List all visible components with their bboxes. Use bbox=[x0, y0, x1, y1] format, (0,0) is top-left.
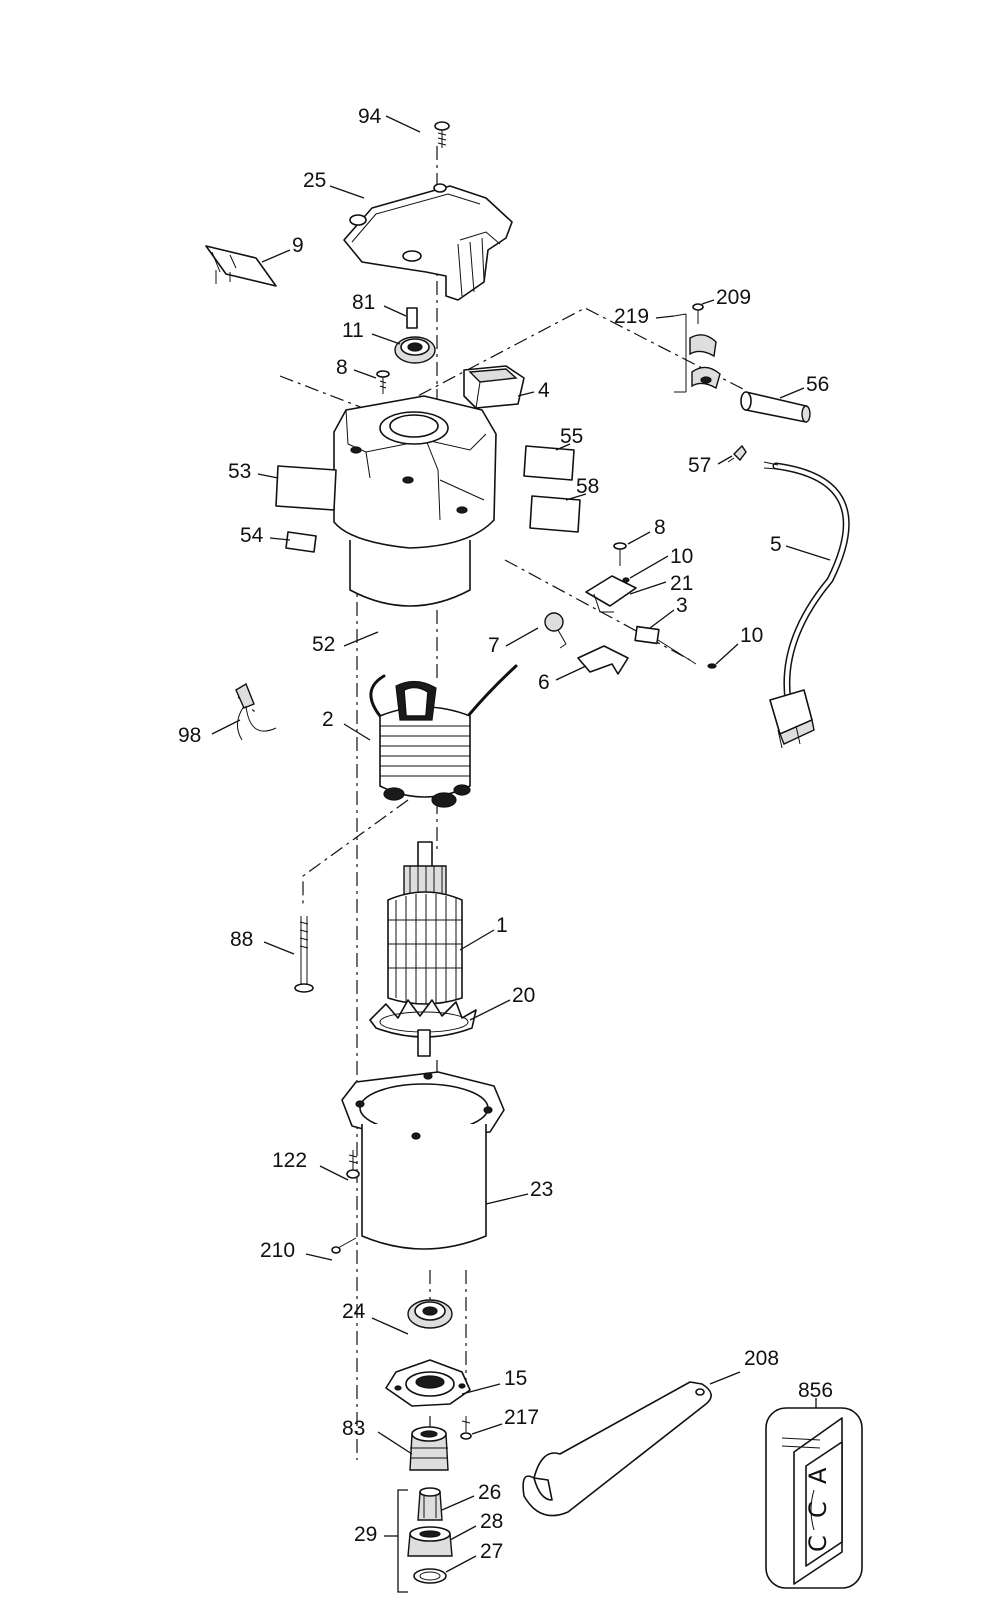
callout-52: 52 bbox=[312, 633, 335, 656]
terminal-57 bbox=[727, 444, 747, 463]
callout-9: 9 bbox=[292, 234, 304, 257]
accessory-letter-1: A bbox=[804, 1467, 832, 1484]
callout-10-upper: 10 bbox=[670, 545, 693, 568]
labels-parts bbox=[275, 445, 581, 553]
armature-1 bbox=[387, 841, 463, 1005]
callout-122: 122 bbox=[272, 1149, 307, 1172]
callout-53: 53 bbox=[228, 460, 251, 483]
lower-housing-23 bbox=[341, 1071, 505, 1250]
callout-56: 56 bbox=[806, 373, 829, 396]
collet-assembly bbox=[407, 1487, 453, 1584]
callout-5: 5 bbox=[770, 533, 782, 556]
callout-15: 15 bbox=[504, 1367, 527, 1390]
callout-20: 20 bbox=[512, 984, 535, 1007]
callout-210: 210 bbox=[260, 1239, 295, 1262]
callout-55: 55 bbox=[560, 425, 583, 448]
callout-6: 6 bbox=[538, 671, 550, 694]
callout-81: 81 bbox=[352, 291, 375, 314]
power-cord-5 bbox=[763, 461, 850, 749]
callout-88: 88 bbox=[230, 928, 253, 951]
callout-57: 57 bbox=[688, 454, 711, 477]
wire-nut-98 bbox=[235, 682, 277, 741]
screw-217 bbox=[460, 1416, 472, 1440]
callout-27: 27 bbox=[480, 1540, 503, 1563]
accessory-letter-3: C bbox=[804, 1535, 832, 1552]
callout-3: 3 bbox=[676, 594, 688, 617]
accessory-card-856: A C C bbox=[765, 1407, 863, 1589]
field-stator-2 bbox=[369, 664, 518, 808]
callout-25: 25 bbox=[303, 169, 326, 192]
wrench-208 bbox=[522, 1381, 712, 1517]
brush-assembly bbox=[544, 542, 717, 675]
screw-8-top bbox=[376, 370, 390, 394]
spring-81 bbox=[406, 307, 418, 329]
callout-856: 856 bbox=[798, 1379, 833, 1402]
screw-210 bbox=[331, 1237, 357, 1254]
callout-217: 217 bbox=[504, 1406, 539, 1429]
callout-209: 209 bbox=[716, 286, 751, 309]
plate-9 bbox=[205, 245, 277, 287]
motor-cover-25 bbox=[343, 183, 513, 301]
bearing-plate-15 bbox=[385, 1359, 471, 1407]
accessory-letter-2: C bbox=[804, 1501, 832, 1518]
bearing-24 bbox=[407, 1299, 453, 1329]
callout-29: 29 bbox=[354, 1523, 377, 1546]
callout-4: 4 bbox=[538, 379, 550, 402]
callout-94: 94 bbox=[358, 105, 382, 128]
callout-54: 54 bbox=[240, 524, 264, 547]
collet-bracket-29 bbox=[397, 1489, 408, 1593]
switch-4 bbox=[463, 365, 525, 409]
callout-28: 28 bbox=[480, 1510, 503, 1533]
bearing-11 bbox=[394, 336, 436, 364]
screw-94 bbox=[434, 121, 450, 148]
long-screw-88 bbox=[294, 916, 314, 993]
spindle-83 bbox=[409, 1426, 449, 1471]
callout-208: 208 bbox=[744, 1347, 779, 1370]
callout-219: 219 bbox=[614, 305, 649, 328]
callout-2: 2 bbox=[322, 708, 334, 731]
callout-8-right: 8 bbox=[654, 516, 666, 539]
callout-83: 83 bbox=[342, 1417, 365, 1440]
callouts: 94 25 9 81 11 8 4 219 209 56 53 55 58 57… bbox=[178, 105, 833, 1573]
alignment-lines bbox=[237, 146, 746, 1460]
callout-58: 58 bbox=[576, 475, 599, 498]
screw-122 bbox=[346, 1150, 360, 1179]
callout-10-lower: 10 bbox=[740, 624, 763, 647]
callout-1: 1 bbox=[496, 914, 508, 937]
motor-housing-52 bbox=[333, 395, 497, 607]
cord-clamp-219 bbox=[673, 303, 721, 393]
callout-7: 7 bbox=[488, 634, 500, 657]
fan-20 bbox=[369, 999, 477, 1057]
callout-23: 23 bbox=[530, 1178, 553, 1201]
callout-98: 98 bbox=[178, 724, 201, 747]
callout-24: 24 bbox=[342, 1300, 366, 1323]
cord-protector-56 bbox=[740, 391, 811, 423]
callout-26: 26 bbox=[478, 1481, 501, 1504]
callout-11: 11 bbox=[342, 319, 364, 342]
callout-21: 21 bbox=[670, 572, 693, 595]
callout-8-top: 8 bbox=[336, 356, 348, 379]
